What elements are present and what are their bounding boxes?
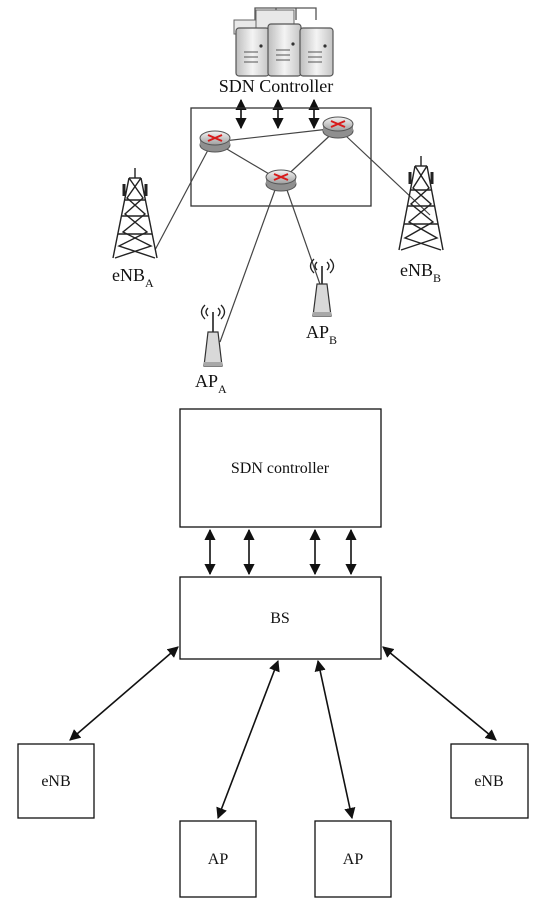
cell-tower-icon	[112, 168, 158, 259]
sdn-controller-box-label: SDN controller	[231, 460, 330, 477]
bs-box	[179, 576, 382, 660]
bs-enb-right-arrow	[382, 646, 497, 741]
ap-a-label: APA	[195, 371, 227, 396]
top-controller-label: SDN Controller	[219, 76, 334, 96]
ap-right-label: AP	[343, 851, 364, 868]
enb-left-box	[17, 743, 95, 819]
cell-tower-icon	[398, 156, 444, 251]
enb-left-label: eNB	[41, 773, 70, 790]
enb-right-box	[450, 743, 529, 819]
bs-enb-left-arrow	[69, 646, 179, 741]
network-domain-box	[190, 107, 372, 207]
bs-ap-right-arrow	[314, 659, 356, 820]
ap-right-box	[314, 820, 392, 898]
topology-links	[154, 127, 431, 343]
access-point-icon	[200, 304, 226, 367]
enb-right-label: eNB	[474, 773, 503, 790]
access-point-icon	[309, 258, 335, 317]
router-icon	[199, 130, 231, 153]
ap-b-label: APB	[306, 322, 337, 347]
sdn-controller-box	[179, 408, 382, 528]
enb-b-label: eNBB	[400, 260, 441, 285]
sdn-controller-servers-icon	[233, 7, 334, 77]
router-icon	[265, 169, 297, 192]
bs-ap-left-arrow	[216, 659, 280, 820]
ap-left-label: AP	[208, 851, 229, 868]
router-icon	[322, 116, 354, 139]
bs-box-label: BS	[270, 610, 290, 627]
ap-left-box	[179, 820, 257, 898]
enb-a-label: eNBA	[112, 265, 154, 290]
